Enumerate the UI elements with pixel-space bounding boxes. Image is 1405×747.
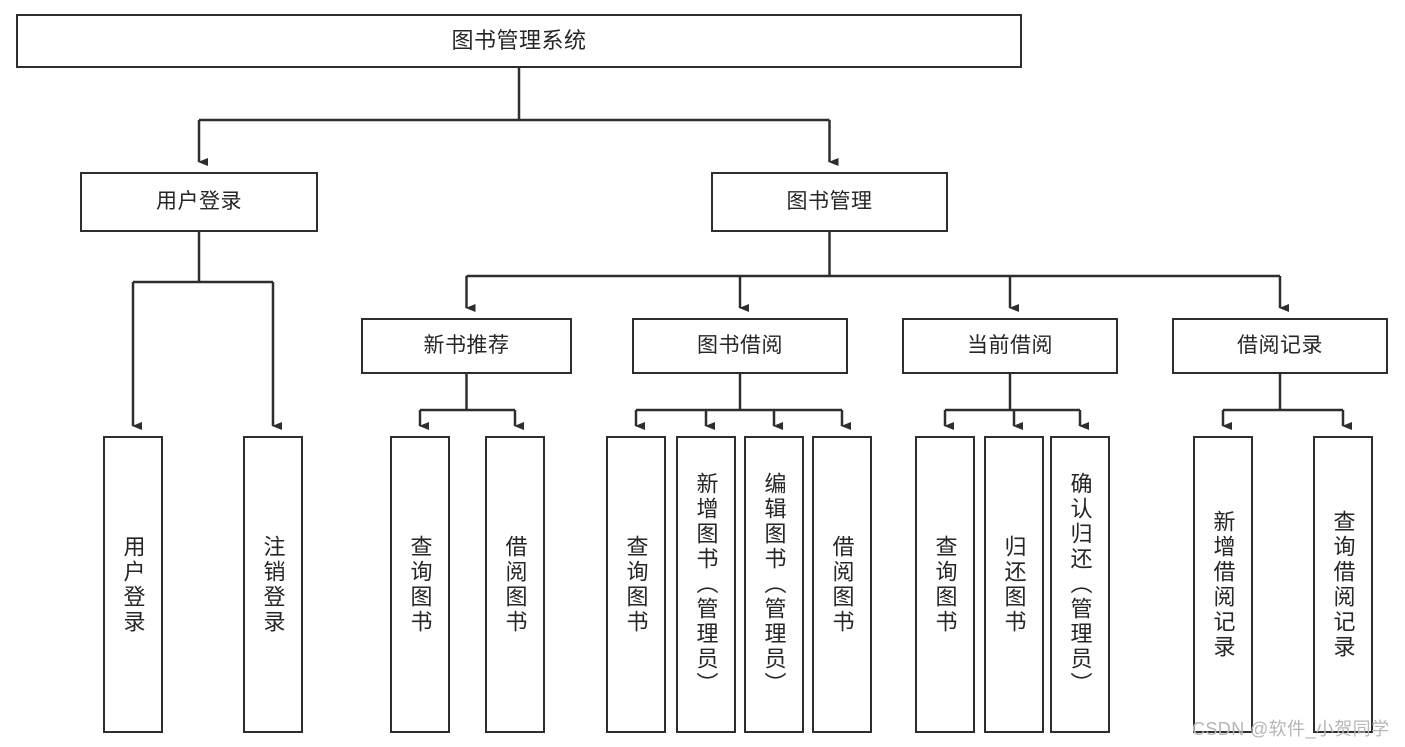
node-label: 借阅图书: [829, 534, 855, 635]
node-label: 查询图书: [623, 534, 649, 635]
node-label: 借阅记录: [1237, 334, 1323, 358]
node-user-login[interactable]: 用户登录: [80, 172, 318, 232]
node-label: 查询图书: [407, 534, 433, 635]
leaf-user-login[interactable]: 用户登录: [103, 436, 163, 733]
node-label: 查询图书: [932, 534, 958, 635]
node-label: 编辑图书（管理员）: [761, 472, 787, 697]
node-label: 确认归还（管理员）: [1067, 472, 1093, 697]
leaf-query-book-borrow[interactable]: 查询图书: [606, 436, 666, 733]
node-label: 图书管理: [786, 190, 873, 214]
node-label: 图书借阅: [697, 334, 783, 358]
node-label: 查询借阅记录: [1330, 509, 1356, 660]
node-borrow-record[interactable]: 借阅记录: [1172, 318, 1388, 374]
connector-group: [131, 68, 1352, 430]
node-label: 新增图书（管理员）: [693, 472, 719, 697]
node-label: 当前借阅: [967, 334, 1053, 358]
node-label: 新书推荐: [423, 334, 510, 358]
leaf-borrow-book[interactable]: 借阅图书: [812, 436, 872, 733]
leaf-logout-login[interactable]: 注销登录: [243, 436, 303, 733]
node-label: 注销登录: [260, 534, 286, 635]
leaf-edit-book-admin[interactable]: 编辑图书（管理员）: [744, 436, 804, 733]
node-label: 用户登录: [120, 534, 146, 635]
node-label: 借阅图书: [502, 534, 528, 635]
leaf-return-book[interactable]: 归还图书: [984, 436, 1044, 733]
node-new-book-recommend[interactable]: 新书推荐: [361, 318, 572, 374]
node-label: 图书管理系统: [451, 27, 587, 53]
leaf-borrow-book-recommend[interactable]: 借阅图书: [485, 436, 545, 733]
leaf-query-borrow-record[interactable]: 查询借阅记录: [1313, 436, 1373, 733]
leaf-confirm-return-admin[interactable]: 确认归还（管理员）: [1050, 436, 1110, 733]
node-current-borrow[interactable]: 当前借阅: [902, 318, 1118, 374]
node-label: 归还图书: [1001, 534, 1027, 635]
node-label: 用户登录: [156, 190, 242, 214]
leaf-query-book-current[interactable]: 查询图书: [915, 436, 975, 733]
leaf-add-borrow-record[interactable]: 新增借阅记录: [1193, 436, 1253, 733]
node-label: 新增借阅记录: [1210, 509, 1236, 660]
node-book-borrow[interactable]: 图书借阅: [632, 318, 848, 374]
leaf-query-book-recommend[interactable]: 查询图书: [390, 436, 450, 733]
leaf-add-book-admin[interactable]: 新增图书（管理员）: [676, 436, 736, 733]
node-book-management[interactable]: 图书管理: [711, 172, 948, 232]
node-root-book-management-system[interactable]: 图书管理系统: [16, 14, 1022, 68]
